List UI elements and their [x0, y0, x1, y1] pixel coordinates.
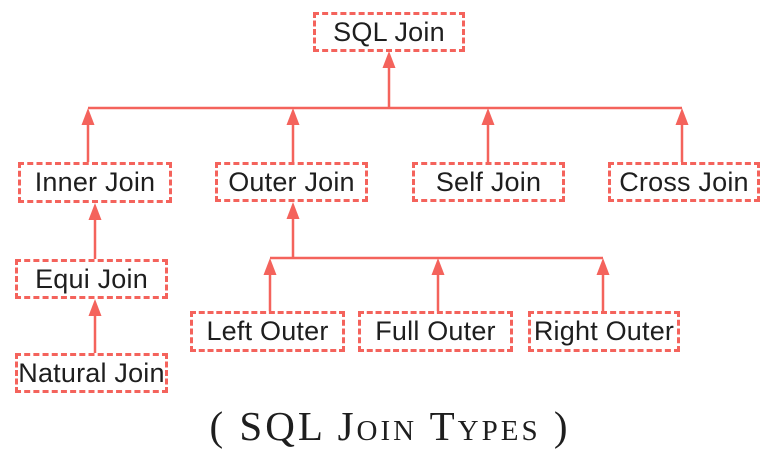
- edge-cross-join-up: [675, 108, 689, 162]
- edge-outer-join-up: [286, 108, 300, 162]
- node-left-outer: Left Outer: [190, 311, 345, 352]
- edge-full-outer-up: [431, 258, 445, 311]
- node-equi-join: Equi Join: [15, 259, 168, 299]
- edge-left-outer-up: [263, 258, 277, 311]
- edge-self-join-up: [481, 108, 495, 162]
- edge-natural-to-equi: [88, 299, 102, 353]
- edge-equi-to-inner: [88, 203, 102, 259]
- node-right-outer: Right Outer: [528, 311, 680, 352]
- node-natural-join: Natural Join: [15, 353, 168, 393]
- node-cross-join: Cross Join: [608, 162, 760, 202]
- edge-subtree-to-outer-join: [286, 202, 300, 258]
- node-full-outer: Full Outer: [358, 311, 513, 352]
- edge-tree-to-sql-join: [382, 51, 396, 108]
- node-outer-join: Outer Join: [215, 162, 368, 202]
- diagram-caption: ( SQL Join Types ): [209, 403, 571, 449]
- node-self-join: Self Join: [412, 162, 565, 202]
- node-sql-join: SQL Join: [313, 12, 465, 52]
- node-inner-join: Inner Join: [18, 162, 172, 203]
- edge-right-outer-up: [596, 258, 610, 311]
- edge-inner-join-up: [81, 108, 95, 162]
